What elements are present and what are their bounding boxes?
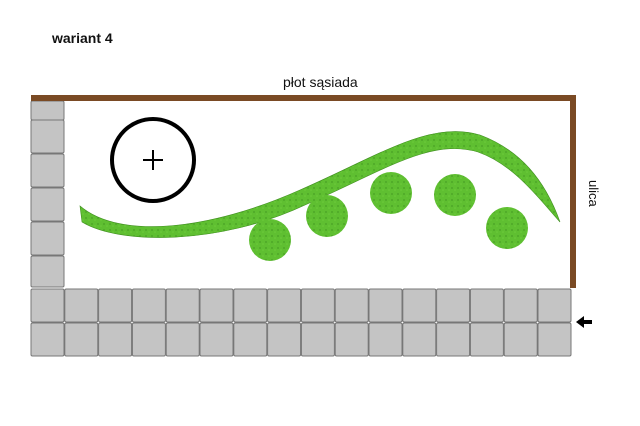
paving-tile <box>503 288 538 323</box>
paving-tile <box>334 288 369 323</box>
hedge-curve <box>79 131 561 238</box>
paving-tile <box>436 288 471 323</box>
paving-tile <box>131 288 166 323</box>
shrub <box>249 219 291 261</box>
neighbor-fence <box>31 95 576 101</box>
paving-tile <box>165 288 200 323</box>
paving-tile <box>30 153 65 188</box>
paving-tile <box>233 322 268 357</box>
paving-tile <box>469 322 504 357</box>
fence-label: płot sąsiada <box>283 74 358 90</box>
shrub <box>486 207 528 249</box>
street-fence <box>570 95 576 288</box>
paving-tile <box>300 322 335 357</box>
paving-tile <box>334 322 369 357</box>
paving-tile <box>436 322 471 357</box>
paving-tile <box>300 288 335 323</box>
street-label: ulica <box>586 180 601 207</box>
paving-tile <box>503 322 538 357</box>
paving-tile <box>368 288 403 323</box>
paving-tile <box>30 288 65 323</box>
paving-tile <box>469 288 504 323</box>
paving-tile <box>30 100 65 121</box>
paving-tile <box>30 221 65 256</box>
tree-circle-icon <box>110 117 196 203</box>
paving-tile <box>199 288 234 323</box>
paving-tile <box>64 288 99 323</box>
paving-path <box>30 288 572 357</box>
paving-tile <box>537 322 572 357</box>
entrance-arrow-icon <box>576 316 592 328</box>
paving-left <box>30 100 65 288</box>
paving-tile <box>165 322 200 357</box>
paving-tile <box>30 187 65 222</box>
paving-tile <box>233 288 268 323</box>
paving-tile <box>30 322 65 357</box>
shrub <box>370 172 412 214</box>
shrub <box>434 174 476 216</box>
paving-tile <box>368 322 403 357</box>
plan-title: wariant 4 <box>52 30 113 46</box>
paving-tile <box>131 322 166 357</box>
shrub <box>306 195 348 237</box>
paving-tile <box>64 322 99 357</box>
paving-tile <box>199 322 234 357</box>
paving-tile <box>267 322 302 357</box>
paving-tile <box>537 288 572 323</box>
paving-tile <box>402 288 437 323</box>
paving-tile <box>30 255 65 288</box>
paving-tile <box>98 288 133 323</box>
paving-tile <box>267 288 302 323</box>
paving-tile <box>30 119 65 154</box>
paving-tile <box>98 322 133 357</box>
paving-tile <box>402 322 437 357</box>
